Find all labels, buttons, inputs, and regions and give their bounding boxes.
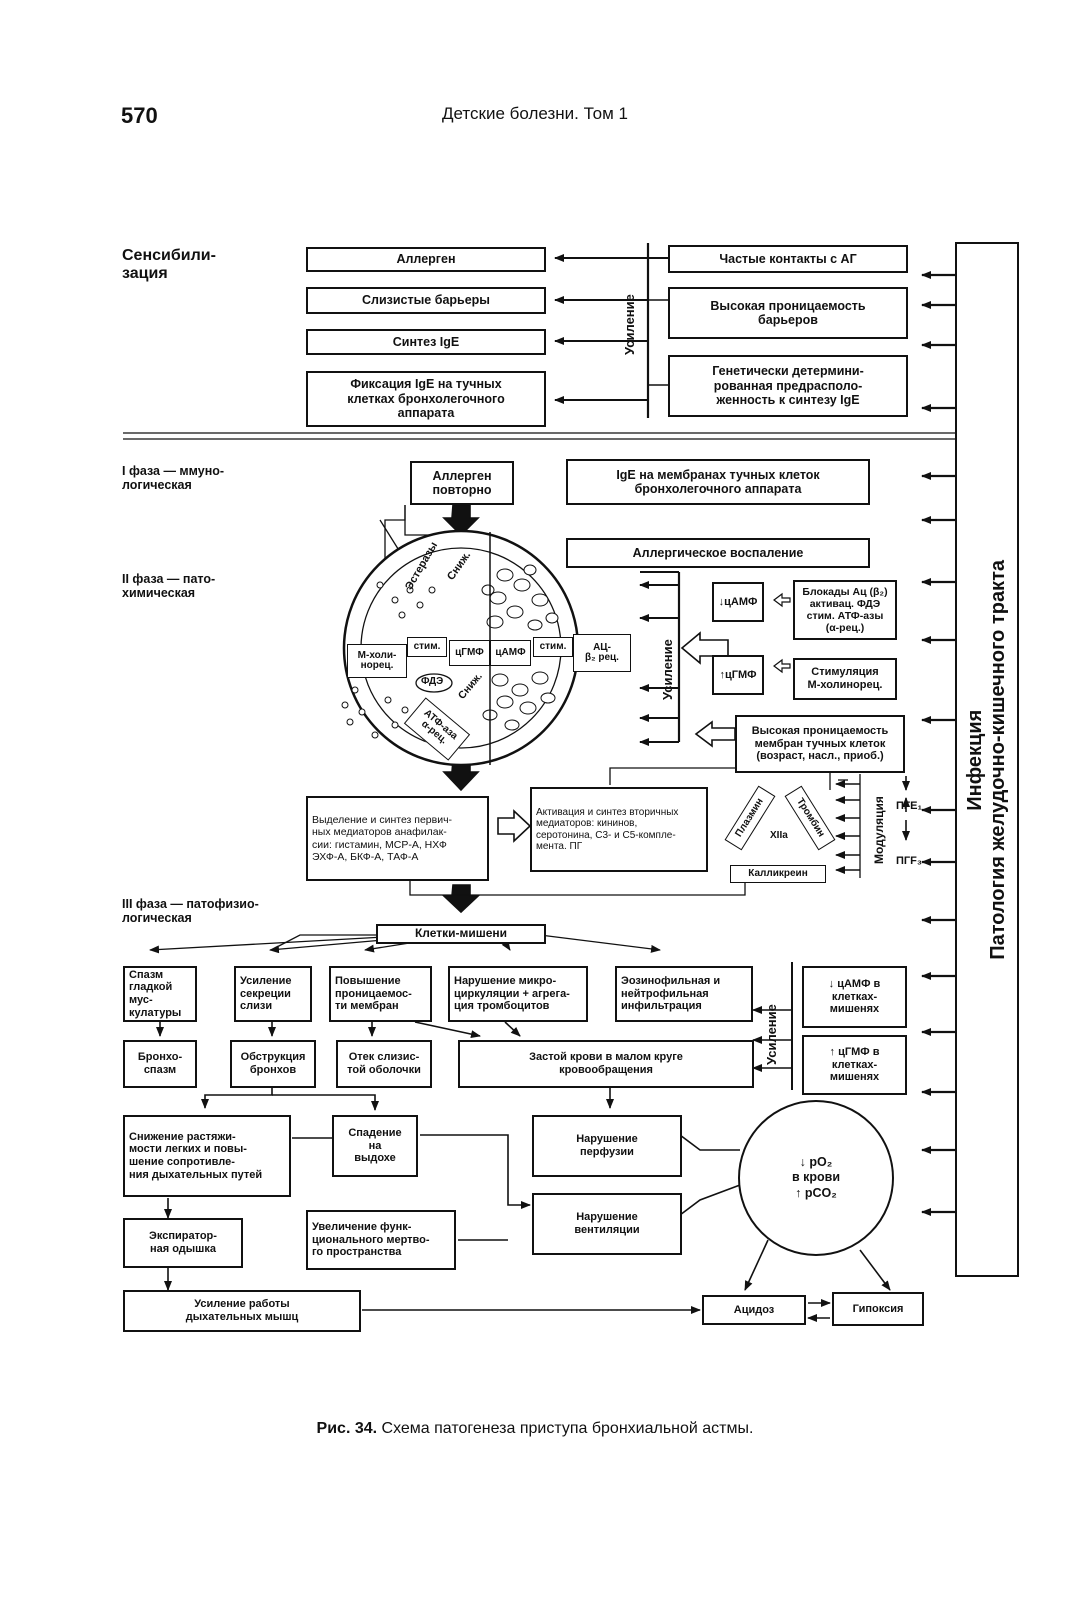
frequent-contacts-box: Частые контакты с АГ	[668, 245, 908, 273]
perfusion-box: Нарушение перфузии	[532, 1115, 682, 1177]
ige-synthesis-box: Синтез IgE	[306, 329, 546, 355]
allergic-inflammation-box: Аллергическое воспаление	[566, 538, 870, 568]
acidosis-box: Ацидоз	[702, 1295, 806, 1325]
cgmp-target-box: ↑ цГМФ в клетках- мишенях	[802, 1035, 907, 1095]
membrane-permeability-box: Повышение проницаемос- ти мембран	[329, 966, 432, 1022]
barrier-permeability-box: Высокая проницаемость барьеров	[668, 287, 908, 339]
pde-label: ФДЭ	[421, 676, 444, 687]
pgf3-label: ПГF₃	[896, 855, 922, 867]
side-panel-line2: Патология желудочно-кишечного тракта	[987, 559, 1009, 960]
book-title: Детские болезни. Том 1	[442, 104, 628, 123]
hypoxia-box: Гипоксия	[832, 1292, 924, 1326]
edema-box: Отек слизис- той оболочки	[336, 1040, 432, 1088]
resp-muscles-box: Усиление работы дыхательных мышц	[123, 1290, 361, 1332]
ac-b2-receptor-cell: АЦ- β₂ рец.	[573, 634, 631, 672]
mucus-secretion-box: Усиление секреции слизи	[234, 966, 312, 1022]
camp-down-box: ↓цАМФ	[712, 582, 764, 622]
blood-gases-circle: ↓ pO₂ в крови ↑ pCO₂	[738, 1100, 894, 1256]
phase3-amplification-label: Усиление	[764, 1004, 779, 1066]
high-permeability-box: Высокая проницаемость мембран тучных кле…	[735, 715, 905, 773]
camp-target-box: ↓ цАМФ в клетках- мишенях	[802, 966, 907, 1028]
xiia-label: XIIa	[770, 830, 788, 841]
phase3-label: III фаза — патофизио- логическая	[122, 897, 259, 925]
stim-left-cell: стим.	[407, 637, 447, 657]
genetic-predisposition-box: Генетически детермини- рованная предрасп…	[668, 355, 908, 417]
figure-caption-text: Схема патогенеза приступа бронхиальной а…	[377, 1420, 754, 1437]
cgmp-causes-box: Стимуляция М-холинорец.	[793, 658, 897, 700]
phase2-label: II фаза — пато- химическая	[122, 572, 216, 600]
ige-membranes-box: IgE на мембранах тучных клеток бронхолег…	[566, 459, 870, 505]
collapse-box: Спадение на выдохе	[332, 1115, 418, 1177]
expiratory-dyspnea-box: Экспиратор- ная одышка	[123, 1218, 243, 1268]
target-cells-box: Клетки-мишени	[376, 924, 546, 944]
ventilation-box: Нарушение вентиляции	[532, 1193, 682, 1255]
modulation-label: Модуляция	[872, 796, 886, 864]
phase1-label: I фаза — ммуно- логическая	[122, 464, 225, 492]
figure-caption: Рис. 34. Схема патогенеза приступа бронх…	[0, 1420, 1070, 1438]
bronchospasm-box: Бронхо- спазм	[123, 1040, 197, 1088]
allergen-repeat-box: Аллерген повторно	[410, 461, 514, 505]
obstruction-box: Обструкция бронхов	[230, 1040, 316, 1088]
page-number: 570	[121, 103, 158, 128]
blood-stasis-box: Застой крови в малом круге кровообращени…	[458, 1040, 754, 1088]
m-cholinoreceptor-cell: М-холи- норец.	[347, 644, 407, 678]
mucosal-barriers-box: Слизистые барьеры	[306, 287, 546, 314]
cgmp-up-box: ↑цГМФ	[712, 655, 764, 695]
smooth-muscle-spasm-box: Спазм гладкой мус- кулатуры	[123, 966, 197, 1022]
phase2-amplification-label: Усиление	[660, 639, 675, 701]
pge1-label: ПГЕ₁	[896, 800, 923, 812]
camp-cell: цАМФ	[490, 640, 531, 666]
primary-mediators-box: Выделение и синтез первич- ных медиаторо…	[306, 796, 489, 881]
sensitization-amplification-label: Усиление	[622, 294, 637, 356]
figure-number: Рис. 34.	[316, 1420, 378, 1437]
dead-space-box: Увеличение функ- ционального мертво- го …	[306, 1210, 456, 1270]
sensitization-label: Сенсибили- зация	[122, 247, 216, 282]
kallikrein-cell: Калликреин	[730, 865, 826, 883]
stim-right-cell: стим.	[533, 637, 573, 657]
side-panel-line1: Инфекция	[964, 708, 986, 811]
camp-causes-box: Блокады Ац (β₂) активац. ФДЭ стим. АТФ-а…	[793, 580, 897, 640]
ige-fixation-box: Фиксация IgE на тучных клетках бронхолег…	[306, 371, 546, 427]
allergen-box: Аллерген	[306, 247, 546, 272]
side-panel-infection-gi: Инфекция Патология желудочно-кишечного т…	[955, 242, 1019, 1277]
cgmp-cell: цГМФ	[449, 640, 490, 666]
secondary-mediators-box: Активация и синтез вторичных медиаторов:…	[530, 787, 708, 872]
compliance-box: Снижение растяжи- мости легких и повы- ш…	[123, 1115, 291, 1197]
infiltration-box: Эозинофильная и нейтрофильная инфильтрац…	[615, 966, 753, 1022]
microcirculation-box: Нарушение микро- циркуляции + агрега- ци…	[448, 966, 588, 1022]
